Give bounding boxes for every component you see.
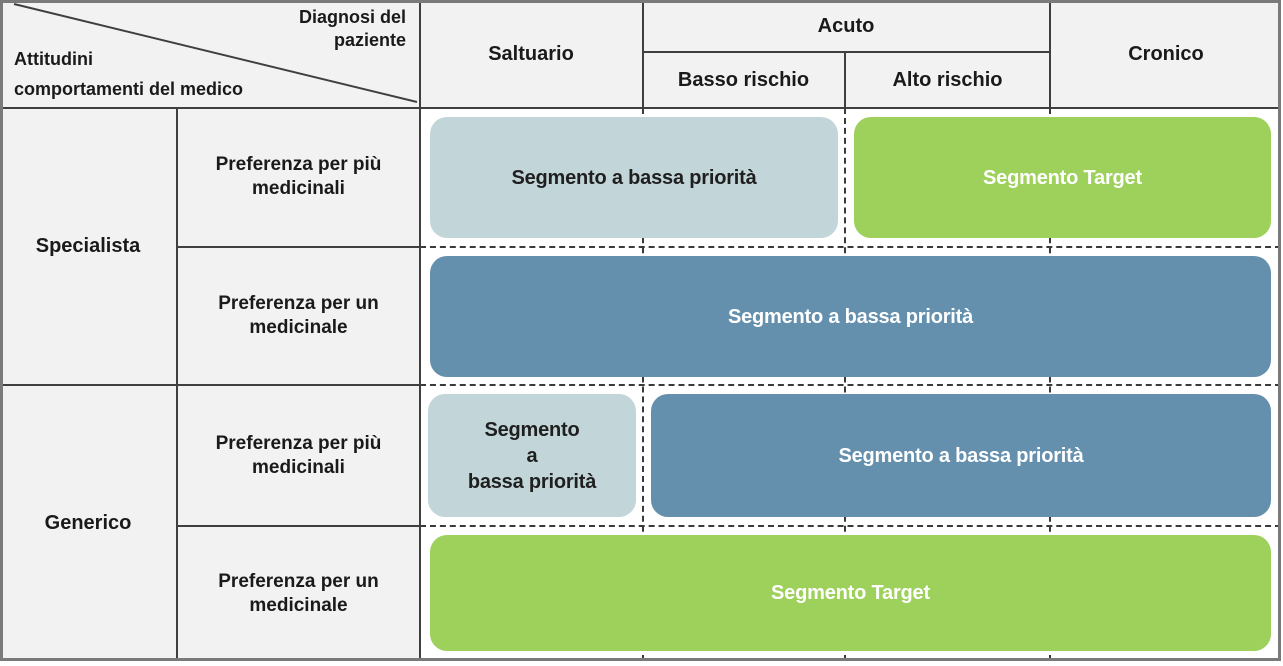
diagnosis-axis-title: Diagnosi del paziente [299, 6, 406, 53]
segment-low-priority-specialista-multi: Segmento a bassa priorità [430, 117, 838, 238]
segment-low-priority-generico-saltuario: Segmento a bassa priorità [428, 394, 636, 517]
row-subheader-generico-un-medicinale: Preferenza per un medicinale [218, 571, 379, 616]
dashed-gridline-row3-row4 [420, 525, 1281, 527]
row-header-generico: Generico [44, 512, 132, 534]
generico-preference-divider [177, 525, 420, 527]
diagnosis-header-background [420, 0, 1281, 108]
row-subheader-specialista-piu-medicinali: Preferenza per più medicinali [215, 154, 382, 199]
diagnosis-axis-line1: Diagnosi del [298, 7, 406, 27]
segment-label-line2: a [526, 444, 538, 467]
basso-alto-divider [844, 52, 846, 108]
saltuario-acuto-divider [642, 0, 644, 108]
dashed-gridline-row1-row2 [420, 246, 1281, 248]
dashed-gridline-specialista-generico [420, 384, 1281, 386]
segment-target-generico: Segmento Target [430, 535, 1271, 651]
segment-label-line3: bassa priorità [467, 470, 597, 493]
specialista-generico-divider [0, 384, 420, 386]
attitudes-diagnosis-divider [419, 0, 421, 661]
specialista-preference-divider [177, 246, 420, 248]
attitudes-axis-line1: Attitudini [14, 49, 93, 69]
diagonal-divider-line [13, 3, 418, 103]
segment-label-line1: Segmento [484, 418, 580, 441]
segment-low-priority-specialista-single: Segmento a bassa priorità [430, 256, 1271, 377]
acuto-subheader-divider [643, 51, 1050, 53]
attitudes-panel-background [0, 0, 420, 661]
row-subheader-specialista-un-medicinale: Preferenza per un medicinale [218, 293, 379, 338]
corner-cell: Diagnosi del paziente Attitudini comport… [0, 0, 420, 108]
segment-low-priority-generico-multi: Segmento a bassa priorità [651, 394, 1271, 517]
column-header-saltuario: Saltuario [488, 42, 574, 65]
row-header-specialista: Specialista [35, 235, 141, 257]
column-header-cronico: Cronico [1128, 42, 1204, 65]
header-bottom-border [0, 107, 1281, 109]
column-header-alto-rischio: Alto rischio [892, 68, 1003, 91]
segment-target-specialista: Segmento Target [854, 117, 1271, 238]
column-header-basso-rischio: Basso rischio [677, 68, 810, 91]
diagnosis-axis-line2: paziente [333, 30, 406, 51]
acuto-cronico-divider [1049, 0, 1051, 108]
row-subheader-generico-piu-medicinali: Preferenza per più medicinali [215, 432, 382, 478]
column-header-acuto: Acuto [817, 14, 875, 37]
attitudes-axis-line2: comportamenti del medico [14, 79, 244, 99]
